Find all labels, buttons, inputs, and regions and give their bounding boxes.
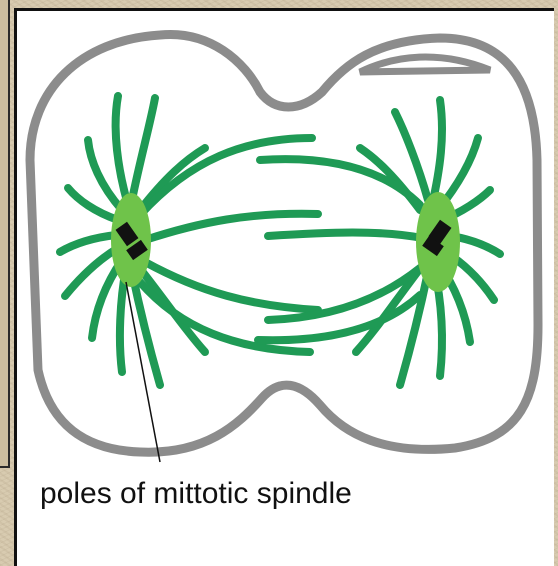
fiber <box>132 98 155 200</box>
fiber <box>260 159 420 205</box>
fiber <box>268 233 422 239</box>
fiber <box>432 100 442 205</box>
membrane-fold <box>360 57 490 72</box>
caption-label: poles of mittotic spindle <box>40 476 352 512</box>
fiber <box>60 235 116 252</box>
fiber <box>116 96 128 205</box>
cell-membrane <box>30 34 538 452</box>
